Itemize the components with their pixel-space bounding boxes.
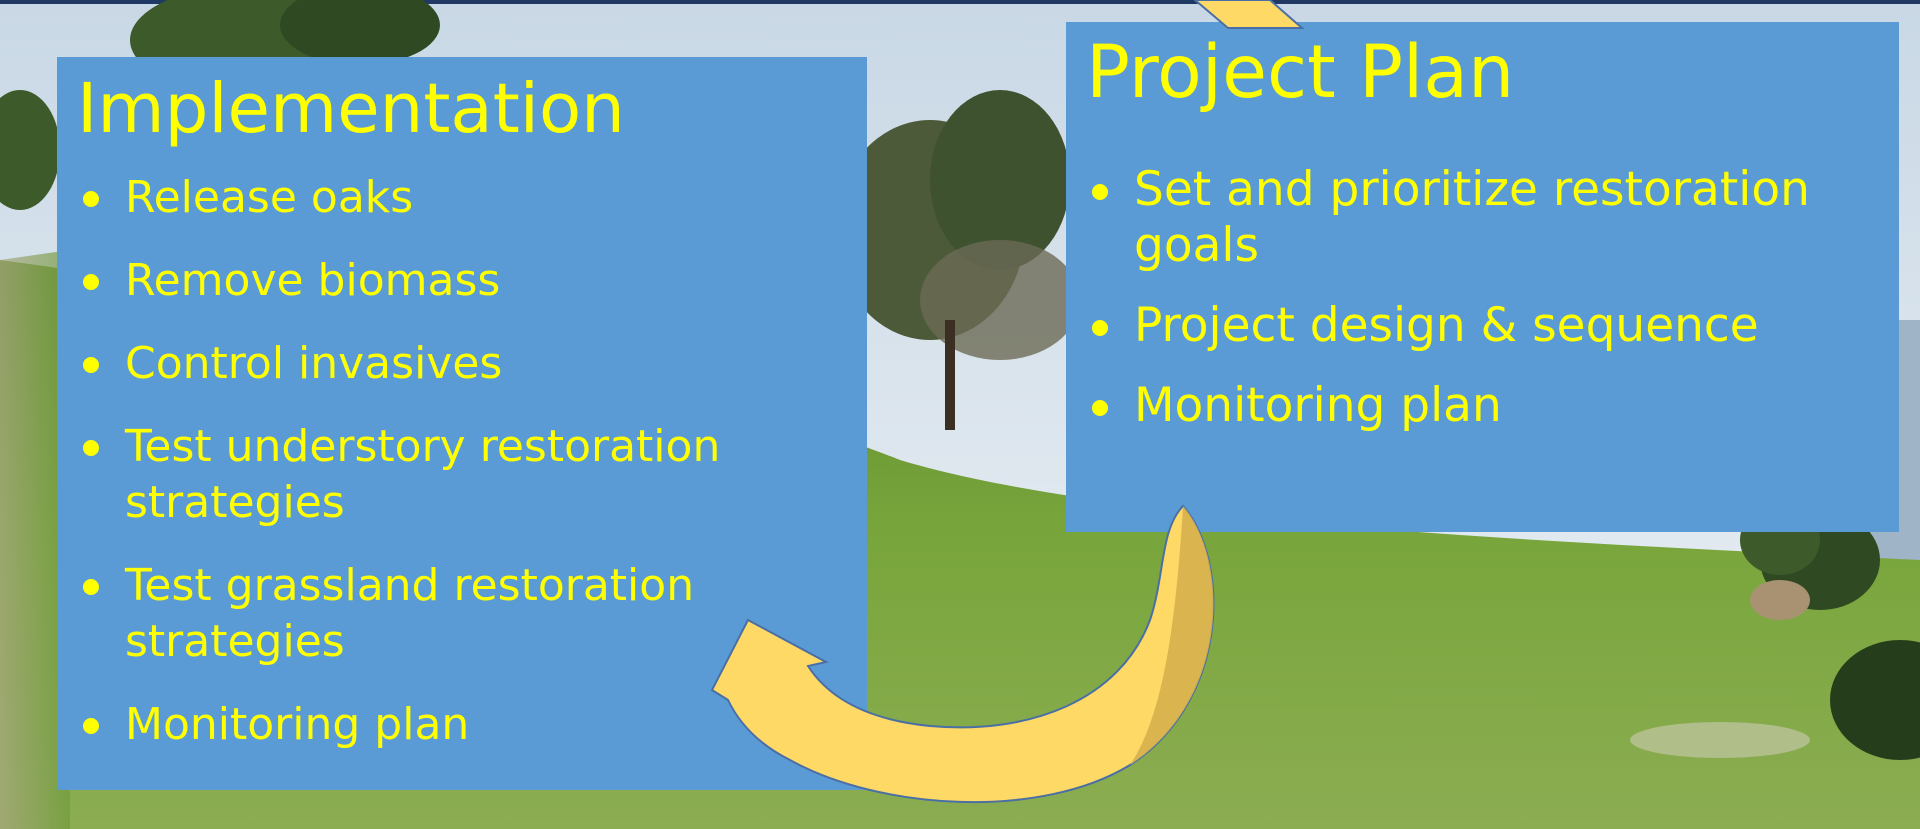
bullet-text-continued: goals — [1134, 218, 1259, 273]
implementation-bullet: Monitoring plan — [77, 697, 852, 753]
project-plan-bullet: Set and prioritize restoration goals — [1086, 162, 1891, 274]
bullet-text: Control invasives — [125, 338, 503, 389]
bullet-text-continued: strategies — [125, 477, 345, 528]
project-plan-bullet-list: Set and prioritize restoration goals Pro… — [1086, 162, 1891, 458]
project-plan-title: Project Plan — [1086, 30, 1515, 115]
project-plan-bullet: Project design & sequence — [1086, 298, 1891, 354]
implementation-bullet-list: Release oaks Remove biomass Control inva… — [77, 170, 852, 780]
bullet-text: Release oaks — [125, 172, 414, 223]
project-plan-bullet: Monitoring plan — [1086, 378, 1891, 434]
bullet-dot-icon — [1092, 184, 1108, 200]
bullet-dot-icon — [83, 274, 99, 290]
bullet-dot-icon — [1092, 320, 1108, 336]
project-plan-panel: Project Plan Set and prioritize restorat… — [1066, 22, 1899, 532]
bullet-text: Remove biomass — [125, 255, 501, 306]
bullet-dot-icon — [83, 718, 99, 734]
bullet-text: Monitoring plan — [125, 699, 470, 750]
bullet-dot-icon — [83, 191, 99, 207]
implementation-bullet: Control invasives — [77, 336, 852, 392]
bullet-text: Test grassland restoration — [125, 560, 695, 611]
bullet-text: Monitoring plan — [1134, 378, 1502, 433]
bullet-text: Test understory restoration — [125, 421, 721, 472]
implementation-bullet: Test grassland restoration strategies — [77, 558, 852, 670]
bullet-dot-icon — [1092, 400, 1108, 416]
bullet-text: Set and prioritize restoration — [1134, 162, 1810, 217]
implementation-bullet: Release oaks — [77, 170, 852, 226]
bullet-text-continued: strategies — [125, 616, 345, 667]
implementation-bullet: Test understory restoration strategies — [77, 419, 852, 531]
implementation-bullet: Remove biomass — [77, 253, 852, 309]
bullet-text: Project design & sequence — [1134, 298, 1759, 353]
implementation-title: Implementation — [77, 69, 625, 149]
bullet-dot-icon — [83, 579, 99, 595]
implementation-panel: Implementation Release oaks Remove bioma… — [57, 57, 867, 790]
bullet-dot-icon — [83, 440, 99, 456]
bullet-dot-icon — [83, 357, 99, 373]
